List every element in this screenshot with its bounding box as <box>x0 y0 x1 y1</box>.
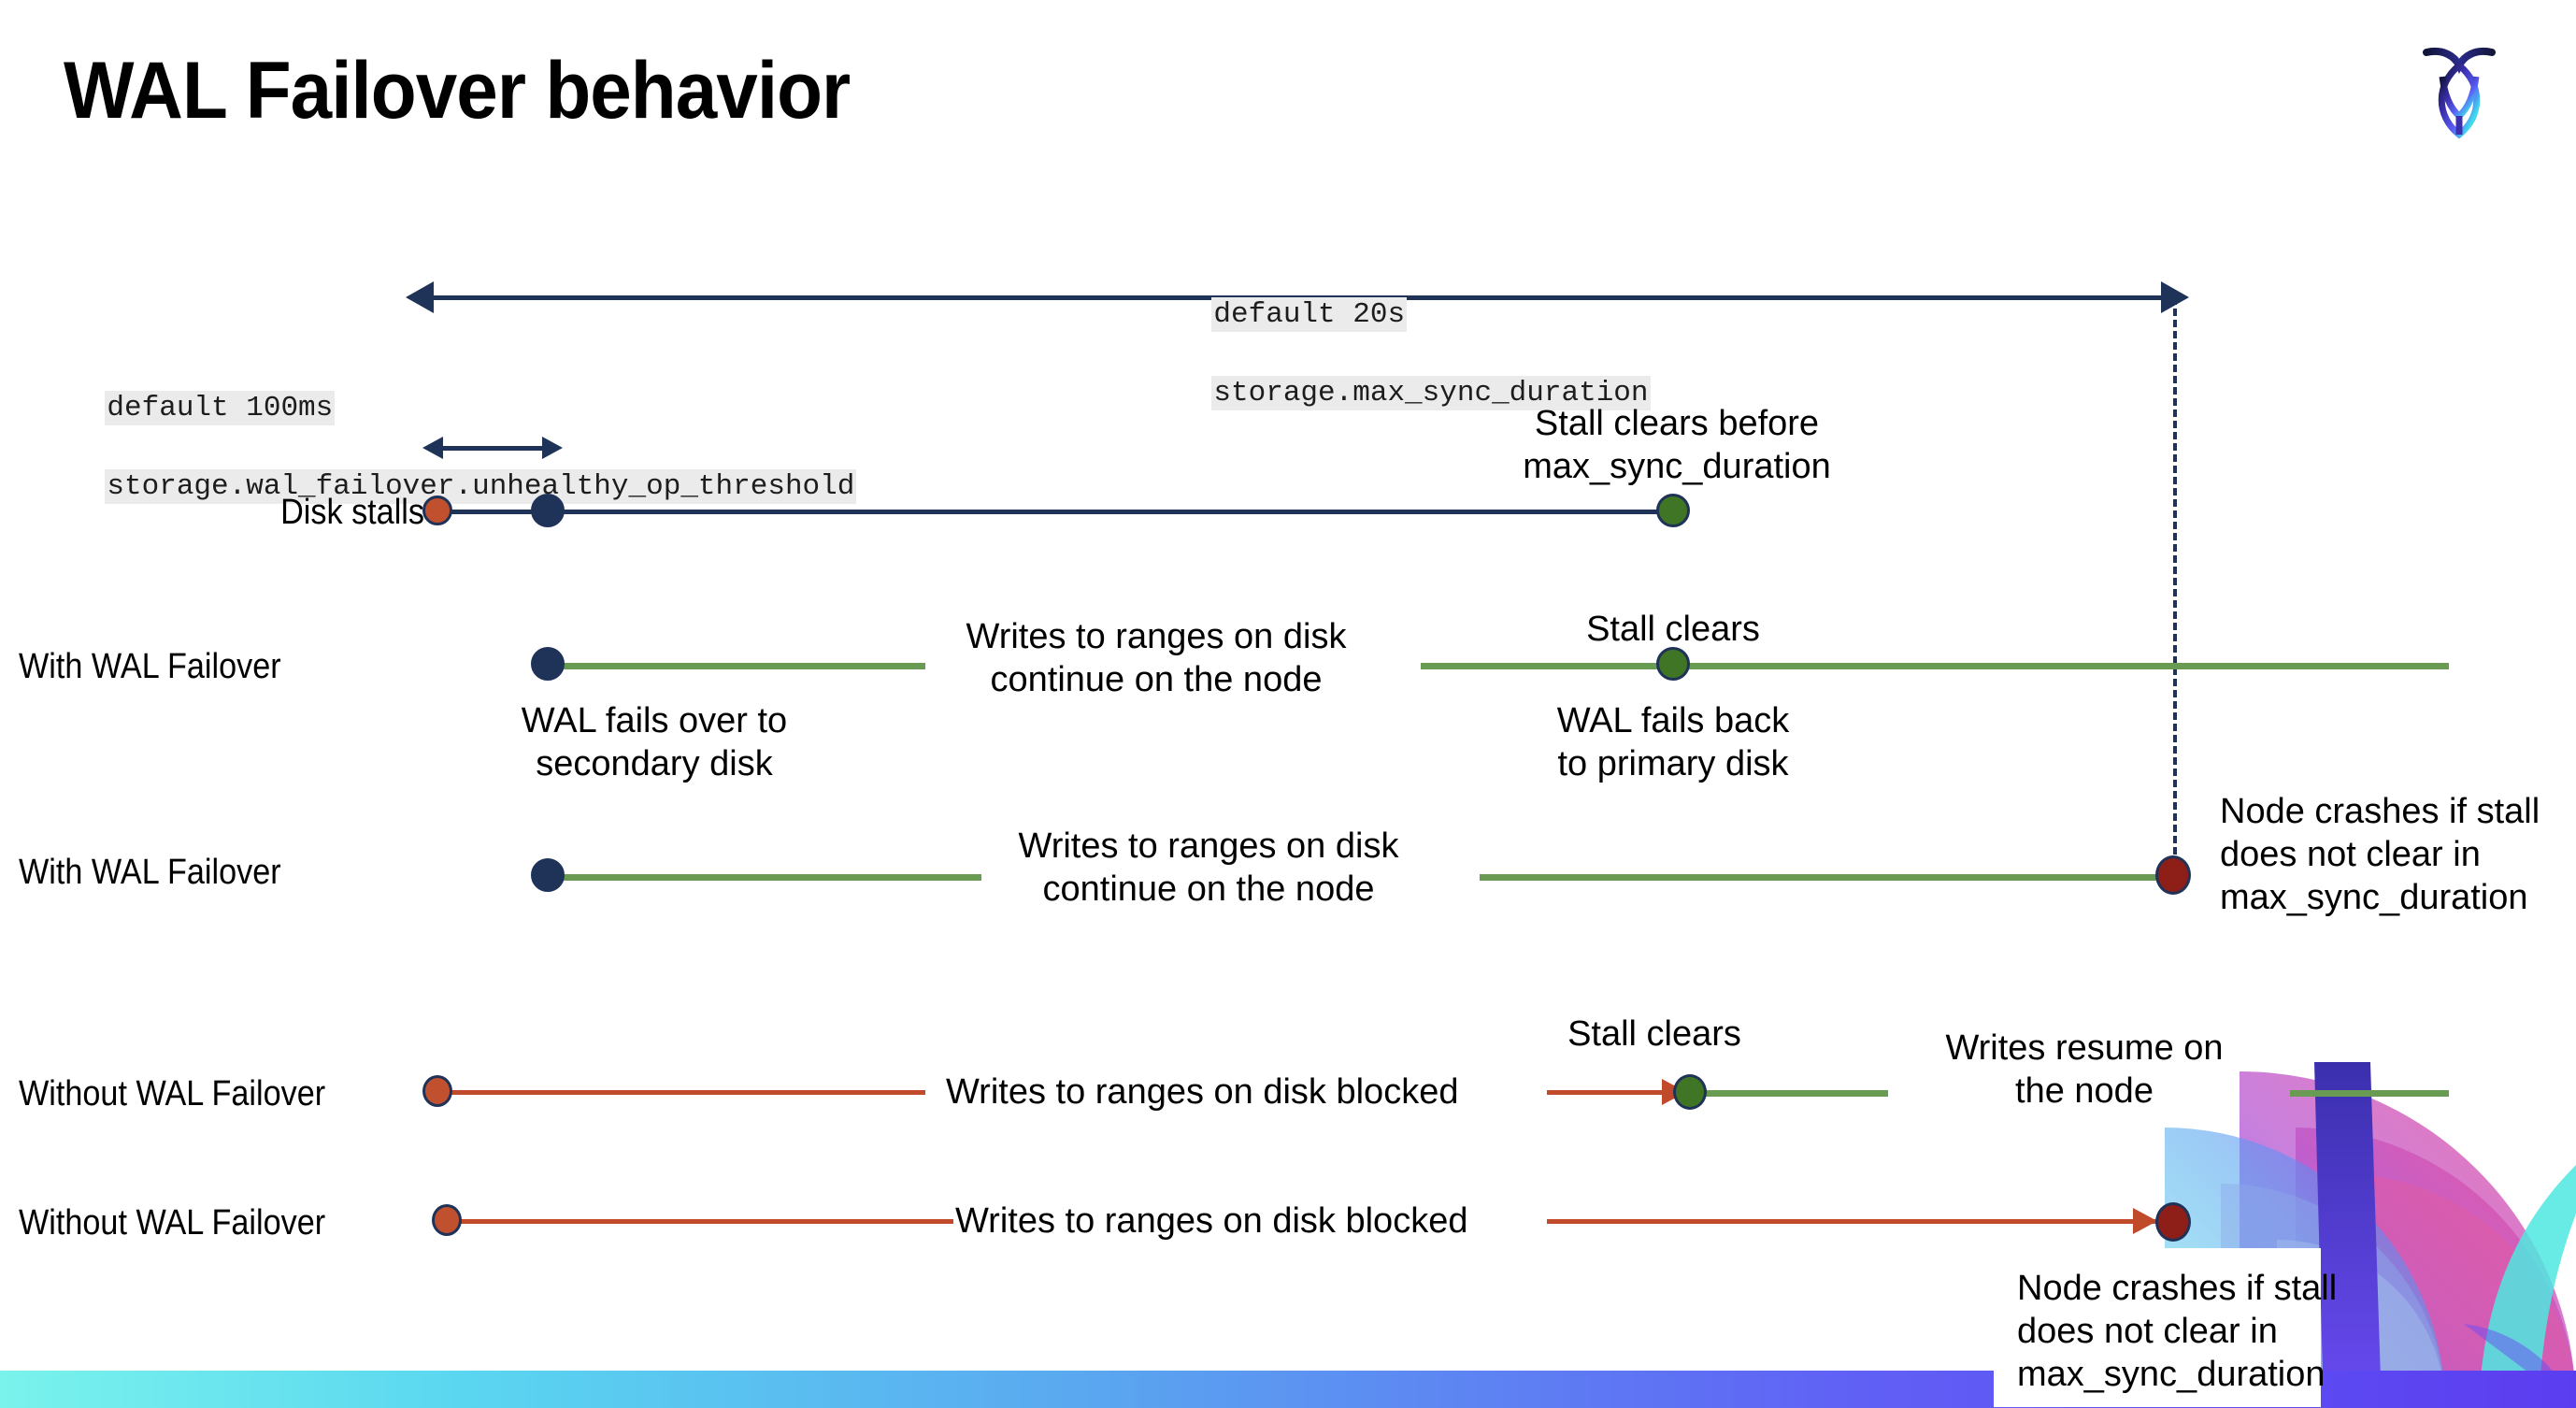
with-failover-1-line-left <box>547 663 925 669</box>
without-failover-1-line-green <box>1696 1090 1888 1097</box>
unhealthy-op-threshold-annotation: default 100ms storage.wal_failover.unhea… <box>36 350 857 546</box>
without-failover-2-line-left <box>449 1219 953 1224</box>
row-label-disk-stalls: Disk stalls <box>280 493 424 532</box>
max-sync-deadline-dashed-line <box>2173 297 2177 877</box>
note-node-crashes-1: Node crashes if stall does not clear in … <box>2220 792 2540 917</box>
without-failover-2-crash-dot <box>2155 1202 2191 1242</box>
with-failover-1-line-right <box>1421 663 2449 669</box>
note-writes-continue-1: Writes to ranges on disk continue on the… <box>966 617 1347 699</box>
max-sync-setting-text: storage.max_sync_duration <box>1211 376 1651 410</box>
note-writes-blocked-1: Writes to ranges on disk blocked <box>946 1072 1459 1112</box>
with-failover-2-line-right <box>1480 874 2176 881</box>
max-sync-default-text: default 20s <box>1211 297 1408 332</box>
page-title: WAL Failover behavior <box>64 46 851 136</box>
note-writes-resume: Writes resume on the node <box>1945 1028 2224 1111</box>
without-failover-1-line-left <box>439 1090 925 1095</box>
max-sync-duration-annotation: default 20s storage.max_sync_duration <box>1142 256 1651 453</box>
unhealthy-setting-text: storage.wal_failover.unhealthy_op_thresh… <box>105 469 857 504</box>
unhealthy-default-text: default 100ms <box>105 391 336 425</box>
row-label-with-wal-failover-2: With WAL Failover <box>19 853 281 892</box>
note-card-background <box>1994 1248 2321 1407</box>
disk-stall-threshold-dot <box>531 494 565 527</box>
note-writes-blocked-2: Writes to ranges on disk blocked <box>955 1201 1468 1241</box>
max-sync-span-left-arrowhead <box>406 281 434 313</box>
with-failover-2-line-left <box>547 874 981 881</box>
unhealthy-span-left-arrowhead <box>422 437 443 459</box>
note-wal-fails-back: WAL fails back to primary disk <box>1556 701 1790 783</box>
with-failover-2-crash-dot <box>2155 855 2191 895</box>
note-node-crashes-2: Node crashes if stall does not clear in … <box>2017 1269 2338 1394</box>
row-label-with-wal-failover-1: With WAL Failover <box>19 647 281 686</box>
note-stall-clears-1: Stall clears <box>1586 610 1760 649</box>
without-failover-1-stall-dot <box>422 1075 452 1107</box>
disk-stalls-timeline <box>439 510 1682 514</box>
row-label-without-wal-failover-2: Without WAL Failover <box>19 1203 326 1243</box>
without-failover-1-arrow-line <box>1547 1090 1687 1095</box>
disk-stall-start-dot <box>422 496 452 525</box>
with-failover-1-failover-dot <box>531 647 565 681</box>
note-wal-fails-over: WAL fails over to secondary disk <box>521 701 788 783</box>
note-stall-clears-before-max-sync: Stall clears before max_sync_duration <box>1523 404 1831 486</box>
without-failover-1-line-green-right <box>2290 1090 2449 1097</box>
unhealthy-span-right-arrowhead <box>542 437 563 459</box>
note-writes-continue-2: Writes to ranges on disk continue on the… <box>1018 826 1399 909</box>
disk-stall-clears-dot <box>1656 494 1690 527</box>
unhealthy-threshold-span-line <box>439 446 546 451</box>
without-failover-1-stall-clears-dot <box>1673 1074 1707 1110</box>
with-failover-2-failover-dot <box>531 858 565 892</box>
with-failover-1-stall-clears-dot <box>1656 647 1690 681</box>
without-failover-2-line-right <box>1547 1219 2159 1224</box>
note-stall-clears-2: Stall clears <box>1567 1014 1741 1054</box>
cockroachdb-logo-icon <box>2398 32 2520 153</box>
row-label-without-wal-failover-1: Without WAL Failover <box>19 1074 326 1113</box>
without-failover-2-stall-dot <box>432 1204 462 1236</box>
without-failover-2-arrowhead <box>2133 1208 2157 1234</box>
